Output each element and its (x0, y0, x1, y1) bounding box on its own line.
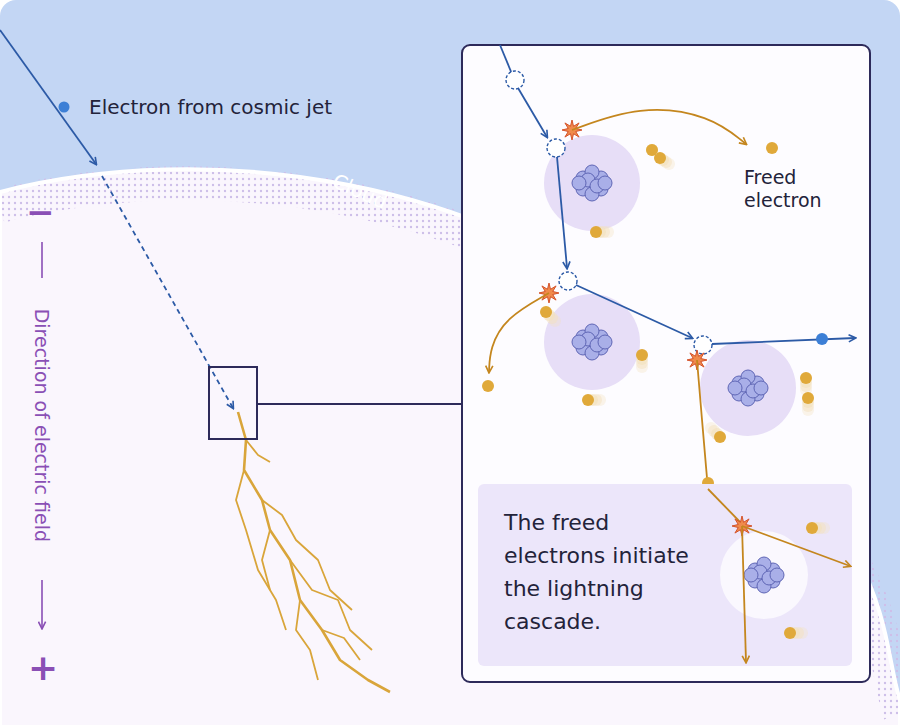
freed-electron (482, 380, 494, 392)
lightning (238, 412, 390, 692)
electron-path (500, 45, 512, 74)
lightning (236, 470, 286, 630)
electron-path (742, 526, 850, 566)
electron-path (489, 293, 549, 372)
caption-box: The freed electrons initiate the lightni… (478, 484, 852, 666)
electron-path-hidden (102, 176, 233, 408)
zoom-box (209, 367, 257, 439)
electron (816, 333, 828, 345)
field-line (41, 242, 43, 278)
lightning (290, 560, 372, 650)
polarity-sign: − (26, 192, 58, 233)
former-position (506, 71, 524, 89)
electron-path (742, 526, 746, 662)
atom (700, 340, 814, 443)
former-position (559, 272, 577, 290)
electron-path (712, 338, 855, 344)
electron-label: Electron from cosmic jet (89, 95, 409, 119)
inset-panel (462, 45, 870, 682)
lightning (262, 500, 352, 610)
lightning (246, 440, 270, 462)
field-arrow (41, 580, 43, 628)
freed-electron-label: Freed electron (744, 166, 844, 212)
electron-path (572, 110, 746, 144)
electron-path (697, 360, 707, 478)
former-position (547, 139, 565, 157)
freed-electron (766, 142, 778, 154)
polarity-sign: + (28, 646, 62, 689)
electron-path (708, 489, 742, 524)
electron-path (518, 88, 547, 137)
lightning (262, 530, 270, 590)
field-label: Direction of electric field (31, 275, 54, 575)
zoom-leader (257, 403, 463, 405)
electron-path (0, 30, 96, 164)
lightning (296, 600, 318, 680)
electron (59, 102, 70, 113)
inset-illustration (482, 45, 855, 489)
caption-text: The freed electrons initiate the lightni… (504, 506, 709, 638)
collision (732, 516, 752, 536)
electron-path (557, 157, 567, 268)
electron-path (576, 285, 692, 338)
atom (720, 522, 830, 639)
